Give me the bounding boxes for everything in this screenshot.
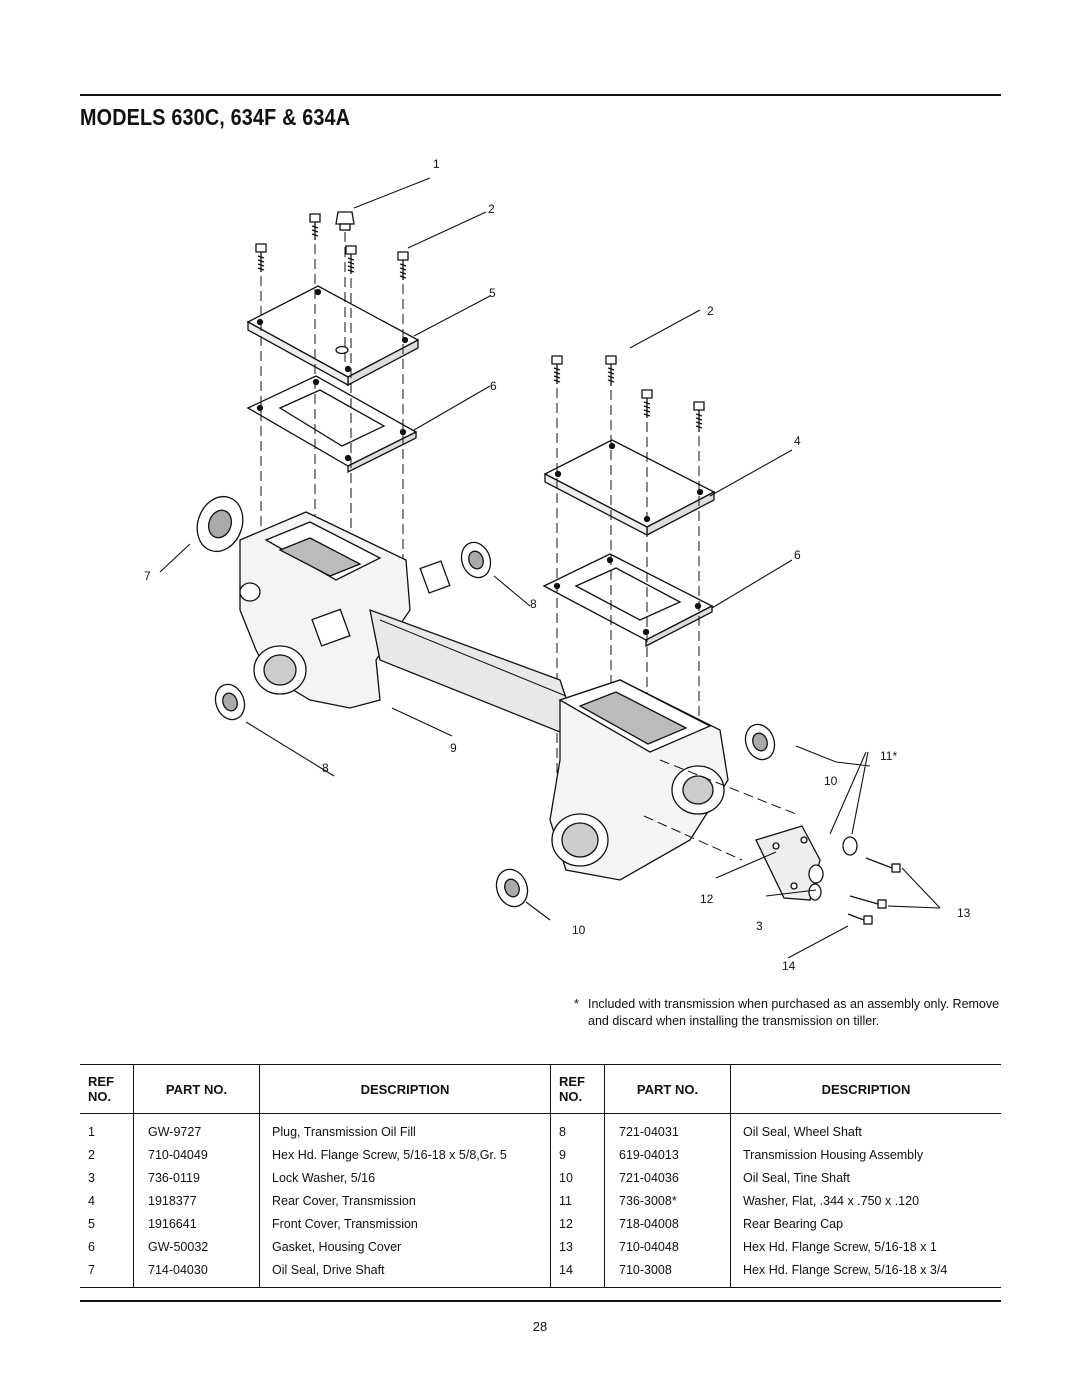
header-part-no-2: PART NO.	[604, 1064, 731, 1114]
callout-3: 3	[756, 919, 763, 933]
callout-6-left: 6	[490, 379, 497, 393]
right-desc-cell: Hex Hd. Flange Screw, 5/16-18 x 3/4	[730, 1258, 1001, 1288]
right-desc-cell: Washer, Flat, .344 x .750 x .120	[730, 1189, 1001, 1212]
right-part-cell: 619-04013	[604, 1143, 731, 1166]
right-flange-screws	[847, 857, 901, 925]
left-part-cell: 1916641	[133, 1212, 260, 1235]
right-ref-cell: 12	[550, 1212, 605, 1235]
callout-4: 4	[794, 434, 801, 448]
header-ref-no: REF NO.	[80, 1064, 134, 1114]
page-title: MODELS 630C, 634F & 634A	[80, 104, 351, 130]
bottom-rule	[80, 1300, 1001, 1302]
right-desc-cell: Oil Seal, Wheel Shaft	[730, 1113, 1001, 1143]
top-rule	[80, 94, 1001, 96]
parts-table: REF NO. PART NO. DESCRIPTION REF NO. PAR…	[80, 1064, 1001, 1288]
left-ref-cell: 4	[88, 1193, 95, 1208]
left-ref-cell: 7	[80, 1258, 134, 1288]
oil-seal-7-part	[196, 495, 244, 553]
callout-10-lower: 10	[572, 923, 586, 937]
callout-12: 12	[700, 892, 714, 906]
right-part-cell: 721-04031	[604, 1113, 731, 1143]
page-number: 28	[532, 1319, 548, 1334]
left-desc-cell: Lock Washer, 5/16	[259, 1166, 551, 1189]
rear-cover-part	[543, 439, 716, 537]
left-gasket-part	[246, 375, 418, 474]
right-ref-cell: 14	[550, 1258, 605, 1288]
oil-seal-10-lower-part	[495, 868, 529, 908]
left-desc-cell: Hex Hd. Flange Screw, 5/16-18 x 5/8,Gr. …	[259, 1143, 551, 1166]
callout-numbers: 1 2 5 2 6 4 6 7 8 8 9 11* 10 12 3 13 10 …	[144, 157, 971, 973]
left-ref-cell: 5	[88, 1216, 95, 1231]
right-desc-cell: Oil Seal, Tine Shaft	[730, 1166, 1001, 1189]
callout-6-right: 6	[794, 548, 801, 562]
right-gasket-part	[542, 553, 714, 648]
header-ref-no-2: REF NO.	[550, 1064, 605, 1114]
oil-seal-10-right-part	[744, 723, 776, 761]
right-desc-cell: Rear Bearing Cap	[730, 1212, 1001, 1235]
left-part-cell: GW-50032	[133, 1235, 260, 1258]
left-desc-cell: Gasket, Housing Cover	[259, 1235, 551, 1258]
left-screws	[255, 211, 409, 280]
right-part-cell: 710-3008	[604, 1258, 731, 1288]
callout-9: 9	[450, 741, 457, 755]
left-desc-cell: Plug, Transmission Oil Fill	[259, 1113, 551, 1143]
left-part-cell: 736-0119	[133, 1166, 260, 1189]
callout-13: 13	[957, 906, 971, 920]
callout-1: 1	[433, 157, 440, 171]
header-part-no: PART NO.	[133, 1064, 260, 1114]
callout-7: 7	[144, 569, 151, 583]
right-desc-cell: Transmission Housing Assembly	[730, 1143, 1001, 1166]
left-part-cell: 714-04030	[133, 1258, 260, 1288]
right-part-cell: 718-04008	[604, 1212, 731, 1235]
transmission-housing-part	[239, 511, 729, 881]
right-screws	[551, 355, 705, 432]
right-ref-cell: 13	[550, 1235, 605, 1258]
callout-2-left: 2	[488, 202, 495, 216]
header-description-2: DESCRIPTION	[730, 1064, 1001, 1114]
left-part-cell: 710-04049	[133, 1143, 260, 1166]
right-ref-cell: 8	[550, 1113, 605, 1143]
left-part-cell: GW-9727	[133, 1113, 260, 1143]
assembly-note: * Included with transmission when purcha…	[574, 996, 1004, 1030]
callout-2-right: 2	[707, 304, 714, 318]
note-marker: *	[574, 997, 579, 1011]
right-part-cell: 710-04048	[604, 1235, 731, 1258]
left-ref-cell: 2	[88, 1147, 95, 1162]
callout-8-lower: 8	[322, 761, 329, 775]
right-part-cell: 736-3008*	[604, 1189, 731, 1212]
front-cover-part	[246, 285, 420, 387]
callout-10-right: 10	[824, 774, 838, 788]
right-ref-cell: 9	[550, 1143, 605, 1166]
callout-11: 11*	[880, 749, 897, 763]
left-part-cell: 1918377	[133, 1189, 260, 1212]
table-header-row: REF NO. PART NO. DESCRIPTION REF NO. PAR…	[80, 1064, 1001, 1114]
right-ref-cell: 11	[550, 1189, 605, 1212]
note-text: Included with transmission when purchase…	[588, 997, 1000, 1028]
oil-seal-8-upper-part	[460, 541, 492, 579]
washers-part	[808, 836, 858, 901]
left-desc-cell: Oil Seal, Drive Shaft	[259, 1258, 551, 1288]
callout-5: 5	[489, 286, 496, 300]
right-part-cell: 721-04036	[604, 1166, 731, 1189]
left-ref-cell: 1	[88, 1124, 95, 1139]
right-desc-cell: Hex Hd. Flange Screw, 5/16-18 x 1	[730, 1235, 1001, 1258]
callout-14: 14	[782, 959, 796, 973]
left-ref-cell: 3	[88, 1170, 95, 1185]
callout-8-upper: 8	[530, 597, 537, 611]
right-ref-cell: 10	[550, 1166, 605, 1189]
oil-seal-8-lower-part	[214, 683, 246, 721]
exploded-parts-diagram: 1 2 5 2 6 4 6 7 8 8 9 11* 10 12 3 13 10 …	[144, 157, 971, 973]
left-desc-cell: Rear Cover, Transmission	[259, 1189, 551, 1212]
header-description: DESCRIPTION	[259, 1064, 551, 1114]
left-ref-cell: 6	[88, 1239, 95, 1254]
left-desc-cell: Front Cover, Transmission	[259, 1212, 551, 1235]
